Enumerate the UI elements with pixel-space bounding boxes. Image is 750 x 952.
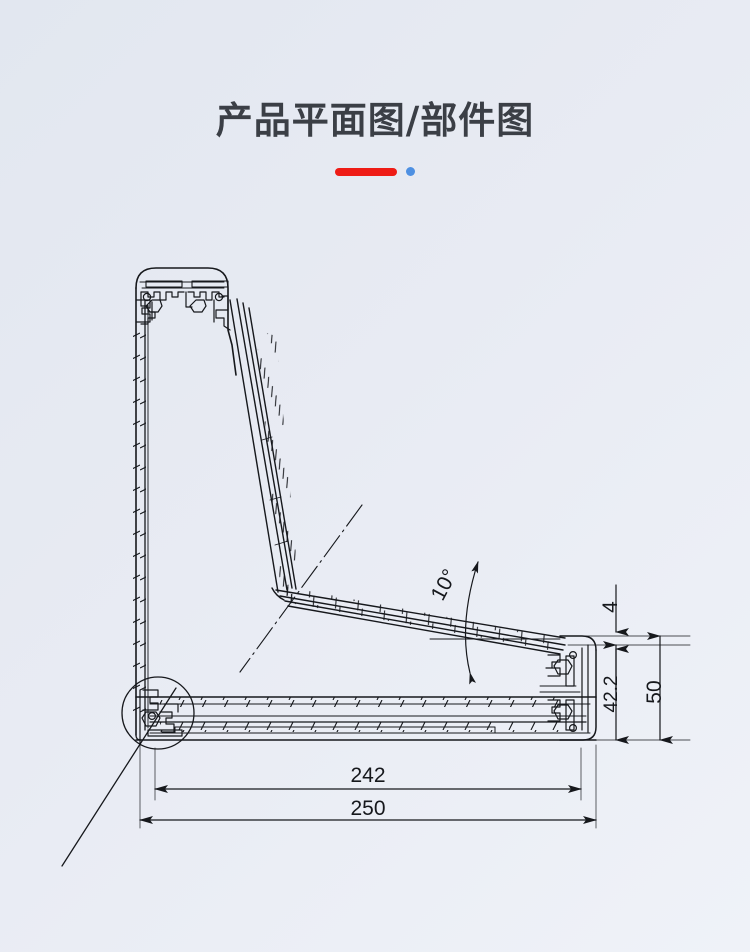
dim-250-label: 250 xyxy=(350,797,385,820)
dim-42-2-label: 42.2 xyxy=(601,676,622,713)
header: 产品平面图/部件图 xyxy=(0,0,750,179)
dim-angle-label: 10° xyxy=(427,566,462,605)
page-title: 产品平面图/部件图 xyxy=(215,99,535,142)
dim-4-label: 4 xyxy=(599,601,622,613)
dim-50-label: 50 xyxy=(643,680,666,703)
divider-bar-icon xyxy=(335,167,397,176)
dim-242-label: 242 xyxy=(350,764,385,787)
divider-dot-icon xyxy=(406,167,415,177)
title-divider xyxy=(0,165,750,179)
